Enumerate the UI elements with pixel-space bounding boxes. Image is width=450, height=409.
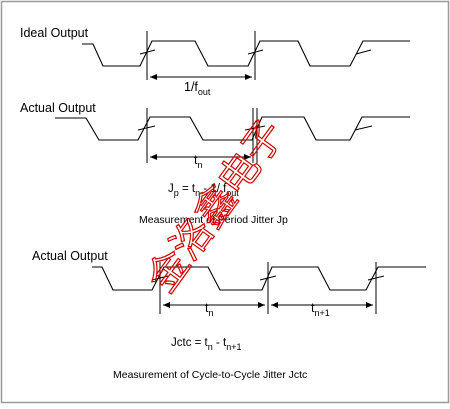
period-label: 1/fout	[184, 80, 211, 97]
tn-arrow-1	[150, 154, 251, 160]
ideal-output-waveform	[82, 40, 410, 67]
ideal-output-label: Ideal Output	[20, 26, 89, 40]
actual-output-waveform-2	[92, 266, 426, 291]
period-jitter-crossing-marks	[137, 108, 373, 163]
tn-arrow-2	[163, 302, 265, 308]
tn1-label: tn+1	[311, 301, 330, 318]
tn-label-1: tn	[194, 153, 203, 170]
period-jitter-caption: Measurement of Period Jitter Jp	[139, 214, 288, 226]
cycle-jitter-crossing-marks	[151, 262, 385, 314]
period-arrow	[150, 74, 252, 80]
actual-output-label-1: Actual Output	[20, 101, 96, 115]
tn-label-2: tn	[205, 301, 214, 318]
ideal-crossing-marks	[139, 31, 372, 80]
tn1-arrow	[271, 302, 373, 308]
actual-output-waveform-1	[55, 116, 410, 141]
cycle-jitter-caption: Measurement of Cycle-to-Cycle Jitter Jct…	[113, 369, 307, 381]
actual-output-label-2: Actual Output	[32, 249, 108, 263]
period-jitter-equation: Jp = tn - 1/ fout	[168, 183, 239, 198]
cycle-jitter-equation: Jctc = tn - tn+1	[171, 337, 241, 352]
